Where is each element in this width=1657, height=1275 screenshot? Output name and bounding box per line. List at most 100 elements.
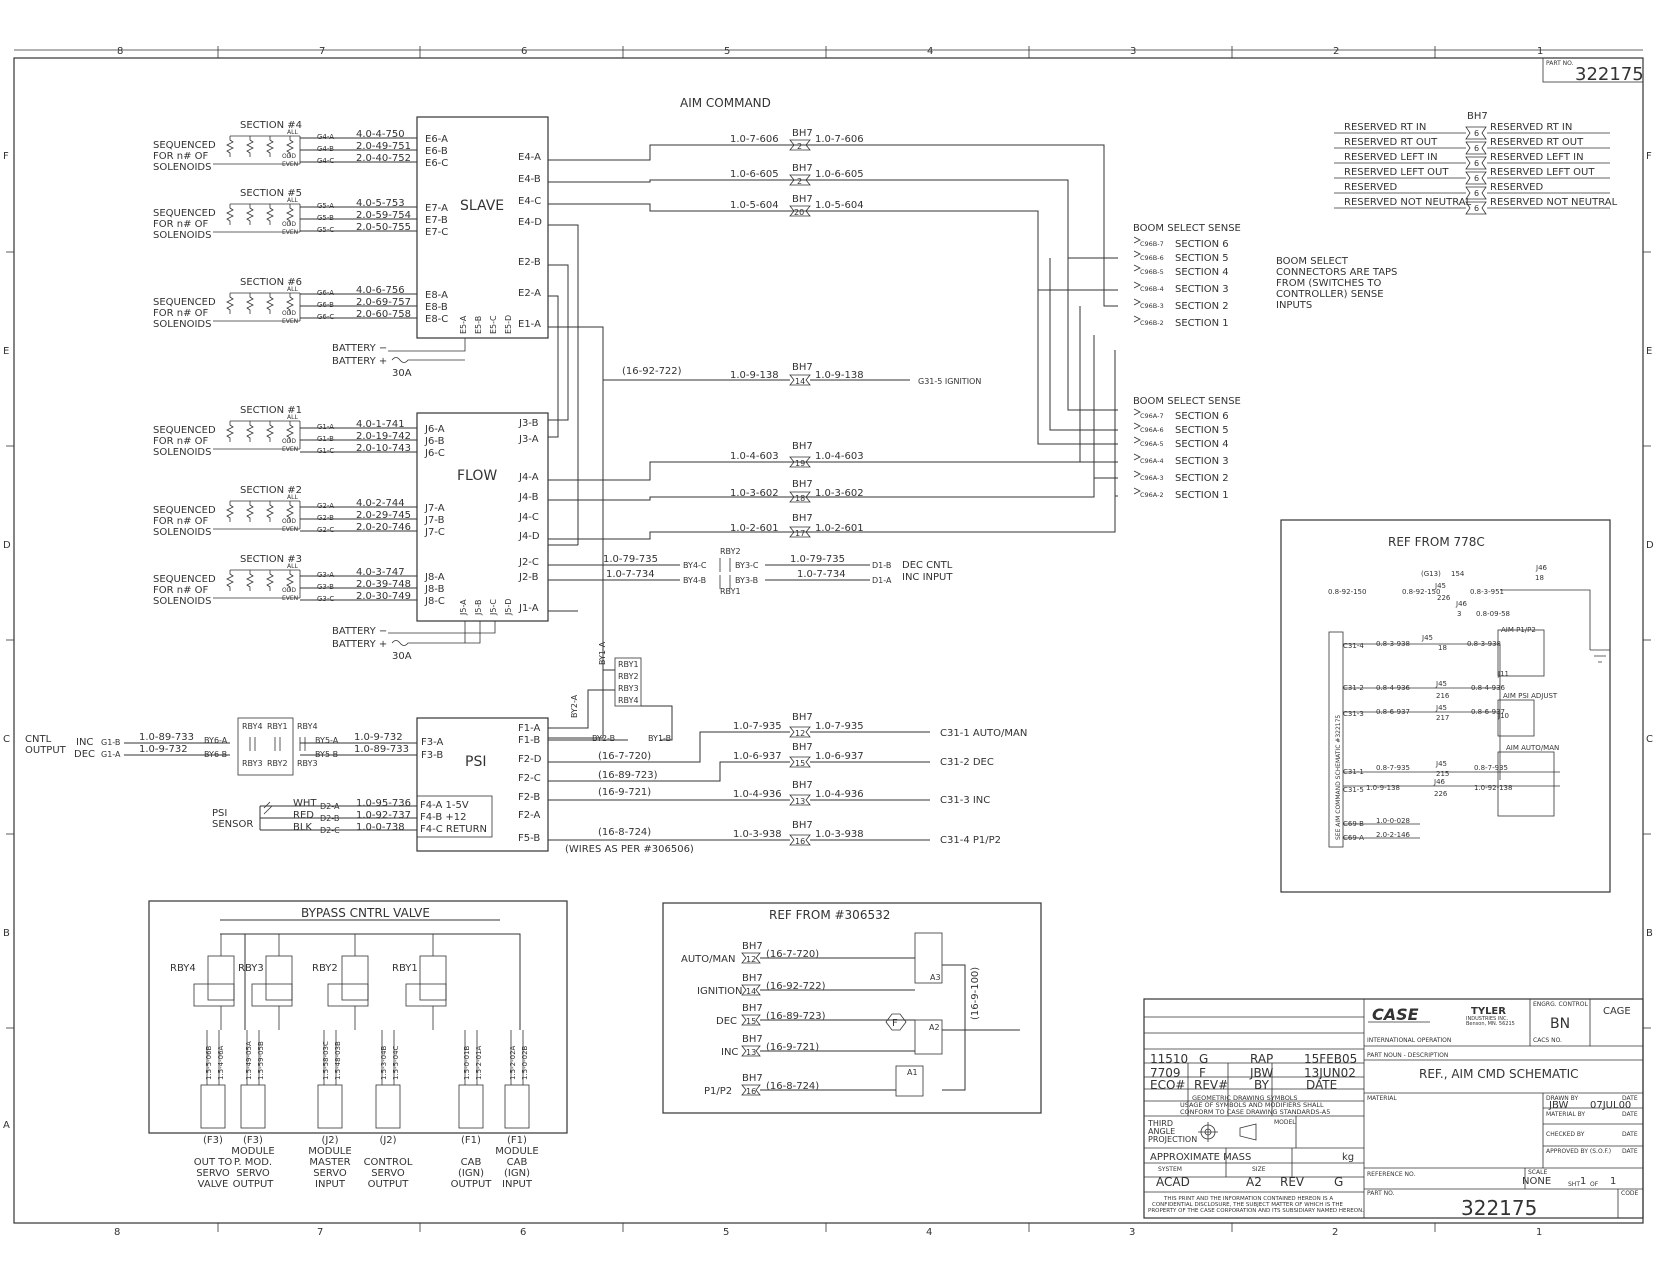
col-label: 7 — [317, 1227, 323, 1238]
ref-row-wire: (16-8-724) — [766, 1081, 819, 1092]
boom-section: SECTION 3 — [1175, 284, 1229, 295]
svg-text:17: 17 — [795, 529, 805, 538]
solenoid-coil-icon — [246, 570, 254, 591]
pin-label: J5-A — [459, 599, 468, 616]
pin-label: F2-B — [518, 792, 540, 803]
svg-text:2: 2 — [797, 142, 802, 151]
pin-label: E5-A — [459, 315, 468, 334]
ref-row-wire: (16-7-720) — [766, 949, 819, 960]
border-col-labels-top: 8 7 6 5 4 3 2 1 — [117, 46, 1543, 57]
reserved-pin: 6 — [1474, 144, 1479, 153]
boom-title: BOOM SELECT SENSE — [1133, 223, 1241, 234]
ref778c-label: 217 — [1436, 714, 1449, 722]
connector-caption: SERVO — [196, 1168, 230, 1179]
ref778c-label: 1.0-9-138 — [1366, 784, 1400, 792]
connector-caption: (J2) — [321, 1135, 338, 1146]
bh7-connector — [789, 374, 811, 386]
wire-label: 1.5-48-03B — [334, 1041, 342, 1080]
svg-text:A1: A1 — [907, 1068, 918, 1077]
connector-caption: (IGN) — [504, 1168, 530, 1179]
pin-label: F4-B +12 — [420, 812, 467, 823]
pin-label: F2-C — [518, 773, 541, 784]
wire-label: 1.5-2-01A — [475, 1045, 483, 1080]
wire-code: G2-B — [317, 514, 334, 522]
svg-text:C31-1 AUTO/MAN: C31-1 AUTO/MAN — [940, 728, 1027, 739]
svg-text:F: F — [1199, 1066, 1206, 1080]
wire-label: 1.5-5-04C — [392, 1045, 400, 1080]
row-label: E — [1646, 346, 1652, 357]
svg-text:1.0-9-732: 1.0-9-732 — [354, 732, 403, 743]
svg-text:1.0-6-937: 1.0-6-937 — [733, 751, 782, 762]
solenoid-coil-icon — [266, 136, 274, 157]
boom-section: SECTION 5 — [1175, 253, 1229, 264]
svg-text:1.0-92-737: 1.0-92-737 — [356, 810, 411, 821]
svg-text:BY3-B: BY3-B — [735, 576, 758, 585]
pin-label: J3-A — [518, 434, 539, 445]
pin-label: J3-B — [518, 418, 539, 429]
svg-text:ECO#: ECO# — [1150, 1078, 1185, 1092]
border-row-labels-right: F E D C B — [1646, 151, 1654, 939]
svg-text:PROPERTY OF THE CASE CORPORATI: PROPERTY OF THE CASE CORPORATION AND ITS… — [1148, 1208, 1364, 1214]
bypass-relay: RBY3 — [238, 933, 310, 1030]
bh7-connector — [1465, 156, 1487, 170]
svg-text:CAGE: CAGE — [1603, 1006, 1631, 1017]
wire-label: 1.0-2-601 — [815, 523, 864, 534]
svg-text:RBY3: RBY3 — [297, 759, 318, 768]
ref778c-label: (G13) — [1421, 570, 1441, 578]
svg-text:BH7: BH7 — [792, 742, 813, 753]
all-label: ALL — [287, 129, 298, 136]
section-title: SECTION #2 — [240, 485, 302, 496]
bh7-connector — [789, 456, 811, 468]
svg-text:(16-89-723): (16-89-723) — [598, 770, 658, 781]
bus-lines — [213, 569, 301, 599]
svg-text:BY: BY — [1254, 1078, 1270, 1092]
wire-label: 1.0-7-606 — [815, 134, 864, 145]
pin-label: E6-B — [425, 146, 448, 157]
boom-section: SECTION 5 — [1175, 425, 1229, 436]
svg-text:1.0-4-936: 1.0-4-936 — [815, 789, 864, 800]
svg-text:BY6-A: BY6-A — [204, 736, 228, 745]
svg-text:INC: INC — [76, 737, 93, 748]
pin-label: J4-A — [518, 472, 539, 483]
wire-code: G6-B — [317, 301, 334, 309]
boom-section: SECTION 4 — [1175, 267, 1229, 278]
col-label: 2 — [1333, 46, 1339, 57]
ref778c-label: C31-3 — [1343, 710, 1364, 718]
connector-plug-icon — [458, 1084, 484, 1129]
col-label: 4 — [927, 46, 933, 57]
bh7-label: BH7 — [742, 1073, 763, 1084]
bypass-relay: RBY2 — [312, 933, 386, 1030]
ref778c-label: 1.0-92-138 — [1474, 784, 1512, 792]
pin-label: J6-B — [424, 436, 445, 447]
connector-caption: MODULE — [495, 1146, 538, 1157]
bh7-label: BH7 — [792, 441, 813, 452]
battery-plus-label: BATTERY + — [332, 639, 387, 650]
wire-label: 1.0-3-602 — [730, 488, 779, 499]
border-row-labels-left: F E D C B A — [3, 151, 11, 1131]
ref778c-label: J45 — [1434, 582, 1446, 590]
svg-text:15: 15 — [795, 759, 805, 768]
solenoid-coil-icon — [266, 204, 274, 225]
odd-label: ODD — [282, 221, 296, 228]
connector-caption: MODULE — [231, 1146, 274, 1157]
svg-text:BY1-A: BY1-A — [598, 641, 607, 665]
svg-text:APPROXIMATE MASS: APPROXIMATE MASS — [1150, 1152, 1251, 1163]
svg-text:THIS PRINT AND THE INFORMATION: THIS PRINT AND THE INFORMATION CONTAINED… — [1163, 1196, 1333, 1202]
boom-connector: C96B-4 — [1140, 285, 1164, 293]
wire-code: G1-A — [317, 423, 334, 431]
battery-slave: BATTERY − BATTERY + 30A — [332, 338, 466, 379]
sensor-symbol — [263, 801, 273, 815]
svg-text:RBY1: RBY1 — [618, 660, 639, 669]
svg-text:DEC: DEC — [74, 749, 95, 760]
ref778c-label: C31-5 — [1343, 786, 1364, 794]
bypass-relay: RBY1 — [392, 933, 464, 1030]
battery-minus-label: BATTERY − — [332, 343, 387, 354]
